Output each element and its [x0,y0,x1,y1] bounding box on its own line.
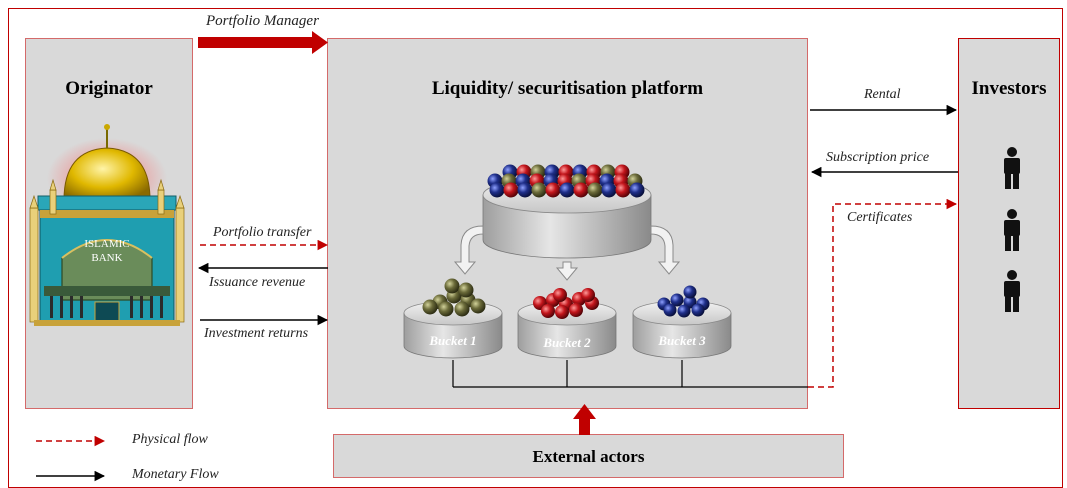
bucket-2-ball [555,305,569,319]
bucket-3-label: Bucket 3 [658,333,706,348]
distribution-arrows [453,225,681,281]
bucket-3-ball [691,303,705,317]
bucket-1-label: Bucket 1 [429,333,477,348]
investor-person-icon [1004,147,1020,189]
pool-ball [559,182,575,198]
bank-sign-line-1: ISLAMIC [84,238,130,250]
investment-returns-label: Investment returns [204,326,309,341]
bucket-1-ball [438,301,454,317]
bank-sign-line-2: BANK [91,252,123,264]
external-actors-arrow [573,404,596,435]
islamic-bank-illustration [29,124,185,326]
bucket-3-ball [670,293,684,307]
bucket-1-ball [458,282,474,298]
bucket-3-ball [663,303,677,317]
pool-ball [587,182,603,198]
legend-physical-label: Physical flow [132,432,208,447]
bucket-1-ball [422,299,438,315]
bucket-2-ball [553,288,567,302]
bucket-3-ball [683,285,697,299]
bucket-2-label: Bucket 2 [543,335,591,350]
bucket-2-ball [569,303,583,317]
certificates-arrow [808,198,958,388]
portfolio-manager-label: Portfolio Manager [206,13,319,29]
platform-title: Liquidity/ securitisation platform [431,78,704,99]
portfolio-transfer-label: Portfolio transfer [213,225,312,240]
pool-ball [531,182,547,198]
bucket-1-ball [470,298,486,314]
bucket-2-ball [541,304,555,318]
investor-person-icon [1004,209,1020,251]
bucket-connector [452,360,808,388]
pool-ball [573,182,589,198]
pool-ball [601,182,617,198]
rental-label: Rental [864,87,901,102]
investors-title: Investors [971,78,1047,99]
pool-ball [629,182,645,198]
portfolio-manager-arrow [198,31,328,54]
pool-balls [487,164,645,198]
pool-ball [517,182,533,198]
pool-ball [489,182,505,198]
pool-ball [615,182,631,198]
subscription-price-label: Subscription price [826,150,930,165]
issuance-revenue-label: Issuance revenue [209,275,306,290]
legend-monetary-label: Monetary Flow [132,467,219,482]
investor-figures [1004,147,1020,312]
bucket-3-ball [677,304,691,318]
pool-ball [545,182,561,198]
bucket-2-ball [581,288,595,302]
investor-person-icon [1004,270,1020,312]
certificates-label: Certificates [847,210,913,225]
bucket-1-ball [444,278,460,294]
external-actors-title: External actors [532,447,645,466]
pool-ball [503,182,519,198]
originator-title: Originator [65,78,153,99]
bucket-1-ball [454,301,470,317]
bucket-balls [422,278,710,319]
